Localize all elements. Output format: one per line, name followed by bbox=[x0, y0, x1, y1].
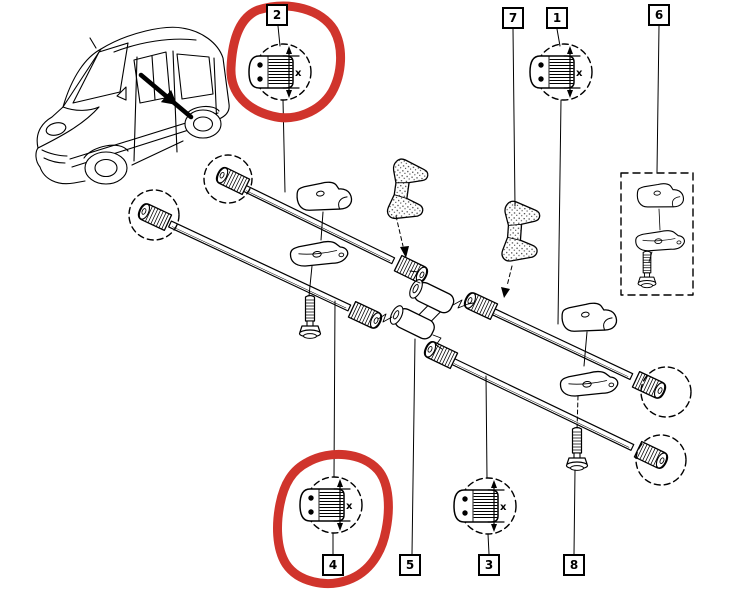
clamp-cap-front bbox=[294, 178, 354, 216]
torsion-bar-rear-upper bbox=[461, 290, 669, 401]
callout-3-label: 3 bbox=[484, 558, 494, 572]
callout-6-label: 6 bbox=[654, 8, 664, 22]
dimension-label: x bbox=[500, 502, 507, 513]
detail-view-part-2: x bbox=[248, 43, 312, 101]
bolt-part-8 bbox=[565, 426, 589, 472]
callout-7[interactable]: 7 bbox=[502, 7, 524, 29]
torsion-bar-rear-lower bbox=[421, 339, 671, 471]
callout-5[interactable]: 5 bbox=[399, 554, 421, 576]
callout-2-label: 2 bbox=[272, 8, 282, 22]
callout-5-label: 5 bbox=[405, 558, 415, 572]
callout-8-label: 8 bbox=[569, 558, 579, 572]
callout-4[interactable]: 4 bbox=[322, 554, 344, 576]
callout-3[interactable]: 3 bbox=[478, 554, 500, 576]
callout-8[interactable]: 8 bbox=[563, 554, 585, 576]
detail-view-part-3: x bbox=[453, 477, 517, 535]
clamp-cap-rear bbox=[559, 299, 619, 337]
callout-6[interactable]: 6 bbox=[648, 4, 670, 26]
bar-end-circles bbox=[128, 154, 692, 486]
highlight-circle-part-2 bbox=[226, 1, 346, 123]
callout-7-label: 7 bbox=[508, 11, 518, 25]
torsion-bar-front-lower bbox=[135, 201, 385, 331]
dimension-label: x bbox=[346, 501, 353, 512]
callout-2[interactable]: 2 bbox=[266, 4, 288, 26]
rubber-pad-clamp-left bbox=[385, 157, 431, 223]
vehicle-sketch bbox=[35, 26, 230, 185]
dimension-label: x bbox=[576, 68, 583, 79]
callout-4-label: 4 bbox=[328, 558, 338, 572]
assembly-connectors bbox=[377, 270, 474, 350]
clamp-bracket-front bbox=[288, 238, 350, 270]
callout-1-label: 1 bbox=[552, 11, 562, 25]
dimension-label: x bbox=[295, 68, 302, 79]
torsion-bar-front-upper bbox=[213, 164, 431, 286]
highlight-circle-part-4 bbox=[273, 449, 393, 588]
kit-box-part-6 bbox=[620, 172, 694, 296]
leader-lines bbox=[277, 25, 660, 555]
detail-view-part-1: x bbox=[529, 43, 593, 101]
bolt-front-clamp bbox=[298, 294, 322, 340]
callout-1[interactable]: 1 bbox=[546, 7, 568, 29]
pad-clamp-arrows bbox=[395, 215, 513, 298]
rubber-pad-clamp-right bbox=[500, 200, 542, 264]
headlight bbox=[45, 122, 67, 136]
clamp-bracket-rear bbox=[558, 368, 620, 400]
detail-view-part-4: x bbox=[299, 476, 363, 534]
central-link bbox=[389, 279, 455, 340]
location-arrow bbox=[138, 72, 194, 120]
